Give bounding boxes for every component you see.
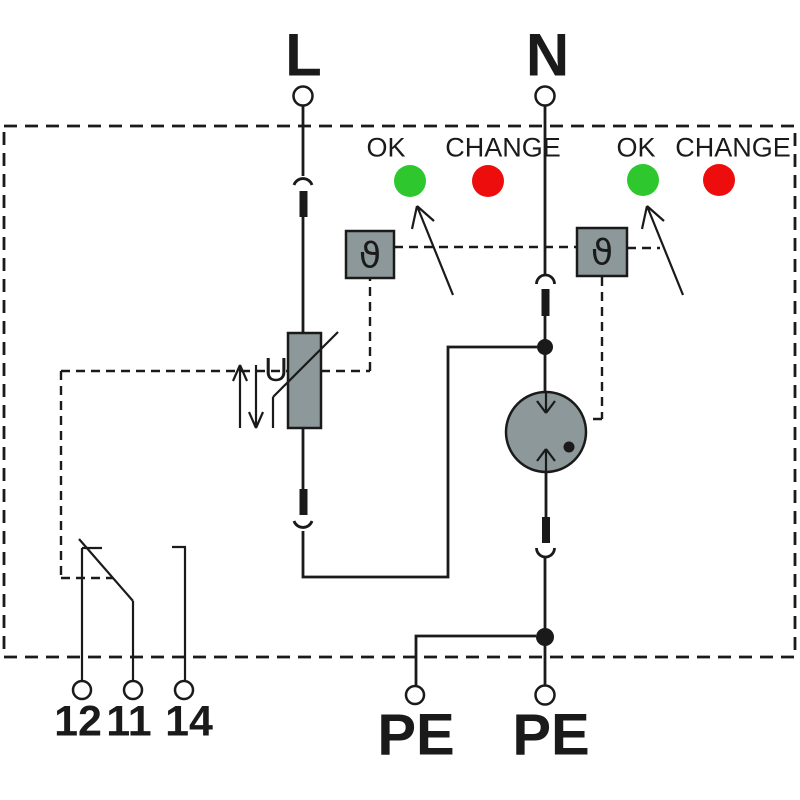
thermal-symbol-right: ϑ bbox=[590, 232, 614, 274]
ok-led-right bbox=[627, 164, 659, 196]
n-terminal-circle bbox=[534, 85, 556, 107]
pe-right-terminal-circle bbox=[534, 684, 556, 706]
device-enclosure-outline bbox=[2, 124, 797, 659]
led-pointer-arrows bbox=[410, 205, 685, 296]
junction-dot-top bbox=[537, 339, 553, 355]
terminal-14-label: 14 bbox=[165, 697, 213, 746]
thermal-monitor-box-right bbox=[575, 226, 629, 278]
terminal-12-label: 12 bbox=[54, 697, 102, 746]
terminal-12-circle bbox=[71, 679, 93, 701]
thermal-disconnect-n-bottom bbox=[535, 517, 556, 559]
remote-signalling-contact bbox=[71, 538, 195, 701]
pe-left-terminal-circle bbox=[404, 684, 426, 706]
varistor-symbol bbox=[271, 331, 339, 430]
n-terminal-label: N bbox=[525, 21, 569, 89]
pe-right-label: PE bbox=[512, 702, 590, 768]
pe-left-label: PE bbox=[377, 702, 455, 768]
change-label-right: CHANGE bbox=[675, 132, 791, 163]
n-branch bbox=[404, 85, 588, 706]
change-led-right bbox=[703, 164, 735, 196]
voltage-label: U bbox=[264, 351, 288, 388]
thermal-monitor-box-left bbox=[344, 229, 396, 280]
thermal-disconnect-n-top bbox=[535, 273, 556, 316]
l-branch bbox=[231, 85, 537, 579]
varistor-to-gdt-wire bbox=[301, 345, 537, 579]
ok-label-right: OK bbox=[616, 132, 656, 163]
terminal-11-circle bbox=[122, 679, 144, 701]
thermal-disconnect-l-top bbox=[292, 177, 314, 217]
l-terminal-circle bbox=[292, 85, 314, 107]
l-terminal-label: L bbox=[285, 21, 322, 89]
junction-dot-bottom bbox=[536, 628, 554, 646]
thermal-disconnect-l-bottom bbox=[292, 489, 314, 529]
ok-label-left: OK bbox=[366, 132, 406, 163]
gas-discharge-tube-symbol bbox=[504, 390, 588, 474]
change-label-left: CHANGE bbox=[445, 132, 561, 163]
change-led-left bbox=[472, 165, 504, 197]
thermal-symbol-left: ϑ bbox=[358, 235, 382, 277]
thermal-linkage-dashed-lines bbox=[59, 245, 660, 580]
ok-led-left bbox=[394, 165, 426, 197]
voltage-arrows bbox=[231, 364, 265, 429]
pe-link-wire bbox=[414, 634, 536, 686]
terminal-14-circle bbox=[173, 679, 195, 701]
switch-blade bbox=[78, 538, 134, 602]
terminal-11-label: 11 bbox=[106, 697, 152, 746]
